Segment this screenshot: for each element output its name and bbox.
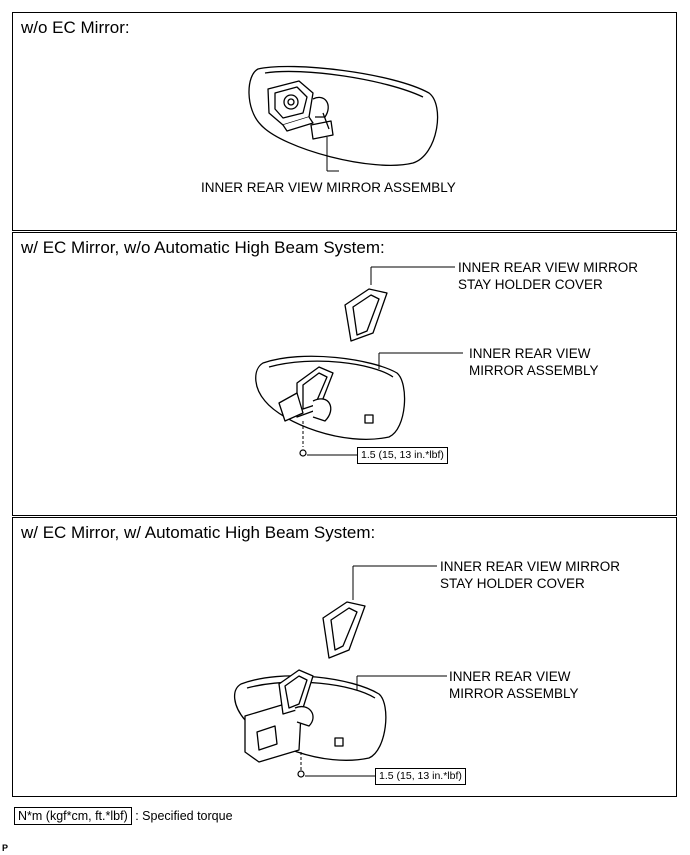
corner-mark: P bbox=[2, 843, 9, 853]
panel-heading: w/o EC Mirror: bbox=[21, 18, 130, 37]
mirror-illustration bbox=[248, 65, 439, 172]
panel-heading: w/ EC Mirror, w/ Automatic High Beam Sys… bbox=[21, 523, 376, 542]
panel-ec-mirror-no-high-beam: w/ EC Mirror, w/o Automatic High Beam Sy… bbox=[12, 232, 677, 516]
torque-legend: N*m (kgf*cm, ft.*lbf) : Specified torque bbox=[14, 807, 233, 825]
panel-ec-mirror-with-high-beam: w/ EC Mirror, w/ Automatic High Beam Sys… bbox=[12, 517, 677, 797]
mirror-illustration bbox=[234, 565, 447, 778]
callout-line: STAY HOLDER COVER bbox=[440, 576, 585, 591]
panel-heading: w/ EC Mirror, w/o Automatic High Beam Sy… bbox=[21, 238, 385, 257]
legend-unit-box: N*m (kgf*cm, ft.*lbf) bbox=[14, 807, 132, 825]
torque-spec-box: 1.5 (15, 13 in.*lbf) bbox=[375, 768, 466, 785]
callout-line: INNER REAR VIEW bbox=[469, 346, 591, 361]
callout-line: INNER REAR VIEW MIRROR bbox=[440, 559, 621, 574]
callout-stay-holder-cover: INNER REAR VIEW MIRROR STAY HOLDER COVER bbox=[458, 259, 638, 293]
callout-line: MIRROR ASSEMBLY bbox=[449, 686, 579, 701]
callout-line: STAY HOLDER COVER bbox=[458, 277, 603, 292]
mirror-illustration bbox=[255, 266, 463, 457]
callout-stay-holder-cover: INNER REAR VIEW MIRROR STAY HOLDER COVER bbox=[440, 558, 620, 592]
callout-line: INNER REAR VIEW MIRROR ASSEMBLY bbox=[201, 180, 456, 195]
callout-mirror-assembly: INNER REAR VIEW MIRROR ASSEMBLY bbox=[469, 345, 599, 379]
legend-description: : Specified torque bbox=[135, 809, 233, 823]
callout-mirror-assembly: INNER REAR VIEW MIRROR ASSEMBLY bbox=[449, 668, 579, 702]
callout-line: INNER REAR VIEW MIRROR bbox=[458, 260, 639, 275]
torque-spec-box: 1.5 (15, 13 in.*lbf) bbox=[357, 447, 448, 464]
callout-line: MIRROR ASSEMBLY bbox=[469, 363, 599, 378]
panel-wo-ec-mirror: w/o EC Mirror: INNER REAR VIEW MIRROR AS… bbox=[12, 12, 677, 231]
callout-mirror-assembly: INNER REAR VIEW MIRROR ASSEMBLY bbox=[201, 179, 456, 196]
callout-line: INNER REAR VIEW bbox=[449, 669, 571, 684]
